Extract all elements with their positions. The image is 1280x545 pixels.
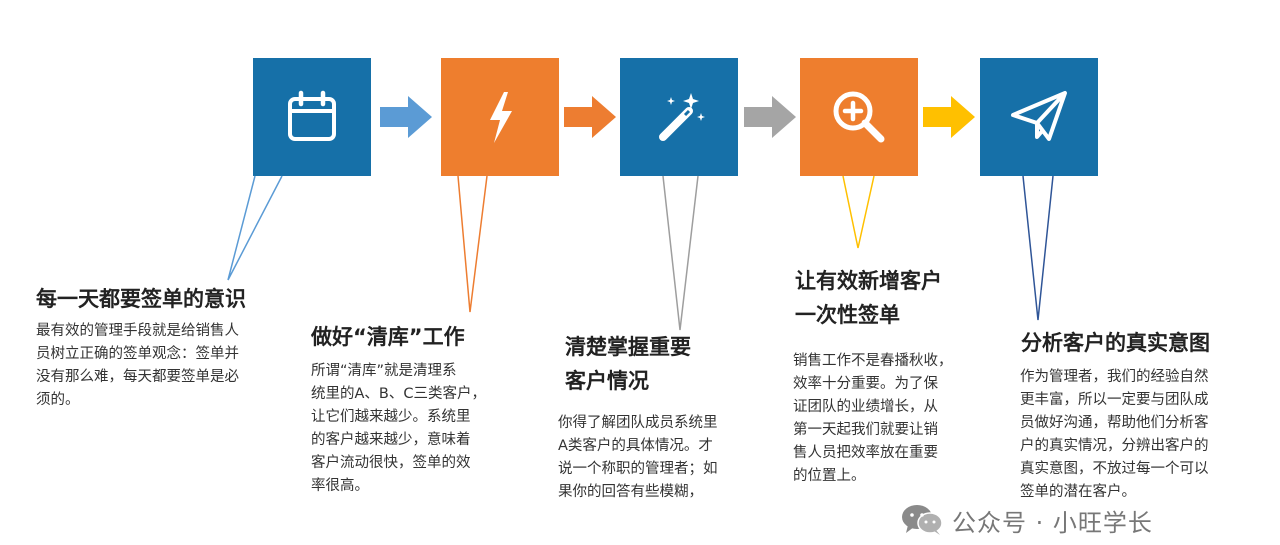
step-5-desc-line: 作为管理者，我们的经验自然 xyxy=(1020,369,1209,385)
step-5-title: 分析客户的真实意图 xyxy=(1021,331,1210,355)
arrow-1 xyxy=(380,96,432,138)
step-2-desc-line: 统里的A、B、C三类客户， xyxy=(311,386,486,402)
paper-plane-icon xyxy=(1011,91,1067,141)
step-2-box xyxy=(441,58,559,176)
zoom-in-icon xyxy=(833,91,885,143)
step-3-desc-line: 你得了解团队成员系统里 xyxy=(558,415,718,431)
step-4-desc-line: 售人员把效率放在重要 xyxy=(793,445,938,461)
connector-5 xyxy=(1022,175,1054,321)
step-4-desc-line: 销售工作不是春播秋收， xyxy=(793,353,953,369)
arrow-4 xyxy=(923,96,975,138)
step-4-desc-line: 效率十分重要。为了保 xyxy=(793,376,938,392)
step-4-title-line: 让有效新增客户 xyxy=(795,269,942,293)
step-3-desc: 你得了解团队成员系统里 A类客户的具体情况。才 说一个称职的管理者；如 果你的回… xyxy=(558,412,718,504)
step-5-desc-line: 户的真实情况，分辨出客户的 xyxy=(1020,438,1209,454)
step-3-title-line: 清楚掌握重要 xyxy=(565,335,691,359)
connector-2 xyxy=(457,175,488,313)
step-2-desc-line: 率很高。 xyxy=(311,478,369,494)
step-1-desc-line: 须的。 xyxy=(36,392,80,408)
step-4-desc-line: 的位置上。 xyxy=(793,468,866,484)
step-1-desc-line: 员树立正确的签单观念：签单并 xyxy=(36,346,239,362)
calendar-icon xyxy=(288,90,336,141)
lightning-icon xyxy=(490,92,512,143)
step-2-title: 做好“清库”工作 xyxy=(311,325,465,349)
step-2-desc-line: 让它们越来越少。系统里 xyxy=(311,409,471,425)
step-3-title-line: 客户情况 xyxy=(565,369,649,393)
step-1-desc-line: 最有效的管理手段就是给销售人 xyxy=(36,323,239,339)
connector-1 xyxy=(227,175,283,281)
watermark-text: 公众号 · 小旺学长 xyxy=(952,508,1153,537)
connector-4 xyxy=(842,175,875,249)
step-1-desc: 最有效的管理手段就是给销售人 员树立正确的签单观念：签单并 没有那么难，每天都要… xyxy=(36,320,239,412)
wechat-icon xyxy=(902,505,943,535)
connector-3 xyxy=(662,175,699,331)
step-3-desc-line: 说一个称职的管理者；如 xyxy=(558,461,718,477)
step-3-desc-line: A类客户的具体情况。才 xyxy=(558,438,713,454)
step-2-desc: 所谓“清库”就是清理系 统里的A、B、C三类客户， 让它们越来越少。系统里 的客… xyxy=(311,360,486,498)
arrow-2 xyxy=(564,96,616,138)
step-1-desc-line: 没有那么难，每天都要签单是必 xyxy=(36,369,239,385)
step-5-desc: 作为管理者，我们的经验自然 更丰富，所以一定要与团队成 员做好沟通，帮助他们分析… xyxy=(1020,366,1209,504)
step-2-desc-line: 的客户越来越少，意味着 xyxy=(311,432,471,448)
watermark: 公众号 · 小旺学长 xyxy=(900,500,1153,540)
step-2-desc-line: 所谓“清库”就是清理系 xyxy=(311,363,457,379)
step-5-box xyxy=(980,58,1098,176)
magic-wand-icon xyxy=(659,93,705,141)
step-5-desc-line: 员做好沟通，帮助他们分析客 xyxy=(1020,415,1209,431)
step-4-desc-line: 证团队的业绩增长，从 xyxy=(793,399,938,415)
step-1-title: 每一天都要签单的意识 xyxy=(36,287,246,311)
step-4-desc-line: 第一天起我们就要让销 xyxy=(793,422,938,438)
step-1-box xyxy=(253,58,371,176)
step-5-desc-line: 签单的潜在客户。 xyxy=(1020,484,1136,500)
arrow-3 xyxy=(744,96,796,138)
step-4-title-line: 一次性签单 xyxy=(795,303,900,327)
step-2-desc-line: 客户流动很快，签单的效 xyxy=(311,455,471,471)
step-3-desc-line: 果你的回答有些模糊， xyxy=(558,484,703,500)
step-5-desc-line: 更丰富，所以一定要与团队成 xyxy=(1020,392,1209,408)
step-4-box xyxy=(800,58,918,176)
step-3-title: 清楚掌握重要 客户情况 xyxy=(565,330,691,398)
step-4-desc: 销售工作不是春播秋收， 效率十分重要。为了保 证团队的业绩增长，从 第一天起我们… xyxy=(793,350,953,488)
step-5-desc-line: 真实意图，不放过每一个可以 xyxy=(1020,461,1209,477)
step-4-title: 让有效新增客户 一次性签单 xyxy=(795,264,942,332)
step-3-box xyxy=(620,58,738,176)
